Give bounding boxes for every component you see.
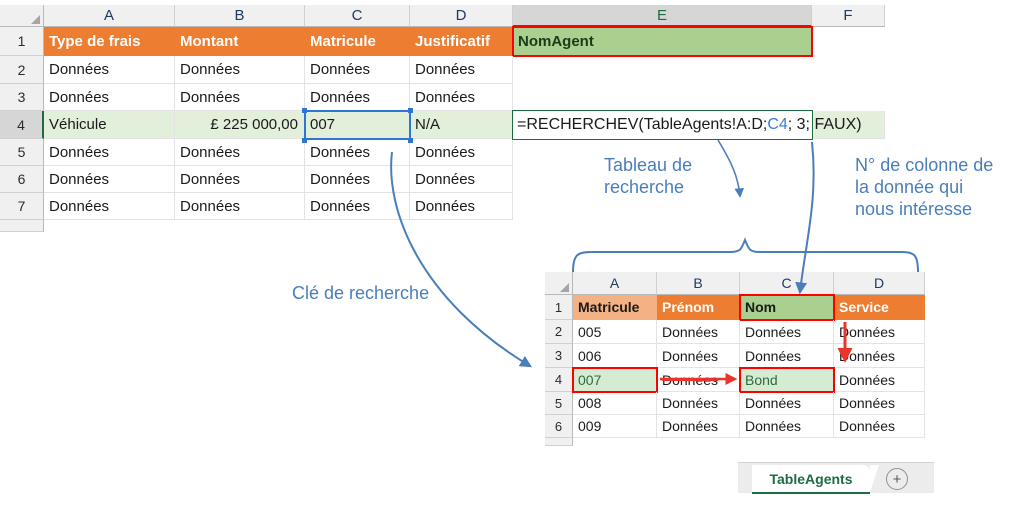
bottom-cell-c6[interactable]: Données — [740, 415, 834, 438]
row-header-2[interactable]: 2 — [0, 56, 44, 84]
selection-handle-tl[interactable] — [302, 108, 307, 113]
annotation-column-number: N° de colonne de la donnée qui nous inté… — [855, 155, 994, 219]
bottom-column-header-a[interactable]: A — [573, 272, 657, 295]
cell-b1[interactable]: Montant — [175, 27, 305, 56]
formula-cell-reference: C4 — [767, 116, 788, 133]
cell-d2[interactable]: Données — [410, 56, 513, 84]
cell-d1[interactable]: Justificatif — [410, 27, 513, 56]
row-header-8[interactable] — [0, 220, 44, 232]
cell-d5[interactable]: Données — [410, 139, 513, 166]
bottom-cell-d2[interactable]: Données — [834, 320, 925, 344]
cell-a4[interactable]: Véhicule — [44, 111, 175, 139]
cell-b3[interactable]: Données — [175, 84, 305, 111]
cell-a5[interactable]: Données — [44, 139, 175, 166]
cell-f4[interactable] — [812, 111, 885, 139]
cell-a3[interactable]: Données — [44, 84, 175, 111]
formula-edit-cell-e4[interactable]: =RECHERCHEV(TableAgents!A:D; C4; 3; FAUX… — [512, 110, 862, 140]
row-header-3[interactable]: 3 — [0, 84, 44, 111]
lookup-table-arrow — [717, 139, 745, 198]
bottom-cell-b3[interactable]: Données — [657, 344, 740, 368]
cell-c2[interactable]: Données — [305, 56, 410, 84]
cell-d3[interactable]: Données — [410, 84, 513, 111]
bottom-row-header-3[interactable]: 3 — [545, 344, 573, 368]
bottom-row-header-1[interactable]: 1 — [545, 295, 573, 320]
bottom-cell-b6[interactable]: Données — [657, 415, 740, 438]
bottom-column-header-d[interactable]: D — [834, 272, 925, 295]
column-number-arrow — [795, 141, 815, 295]
column-header-d[interactable]: D — [410, 5, 513, 27]
cell-d6[interactable]: Données — [410, 166, 513, 193]
row-header-5[interactable]: 5 — [0, 139, 44, 166]
annotation-lookup-key: Clé de recherche — [292, 283, 430, 303]
column-header-c[interactable]: C — [305, 5, 410, 27]
cell-e1[interactable]: NomAgent — [513, 27, 812, 56]
lookup-key-arrow — [390, 151, 533, 368]
bottom-cell-d3[interactable]: Données — [834, 344, 925, 368]
cell-c1[interactable]: Matricule — [305, 27, 410, 56]
formula-suffix: ; 3; FAUX) — [787, 116, 862, 133]
cell-d4[interactable]: N/A — [410, 111, 513, 139]
cell-d7[interactable]: Données — [410, 193, 513, 220]
cell-a2[interactable]: Données — [44, 56, 175, 84]
row-header-7[interactable]: 7 — [0, 193, 44, 220]
cell-b6[interactable]: Données — [175, 166, 305, 193]
cell-a7[interactable]: Données — [44, 193, 175, 220]
cell-b7[interactable]: Données — [175, 193, 305, 220]
bottom-cell-a1[interactable]: Matricule — [573, 295, 657, 320]
sheet-tab-bar: TableAgents + — [738, 462, 934, 494]
cell-c5[interactable]: Données — [305, 139, 410, 166]
bottom-cell-c5[interactable]: Données — [740, 392, 834, 415]
row-header-1[interactable]: 1 — [0, 27, 44, 56]
bottom-cell-a5[interactable]: 008 — [573, 392, 657, 415]
selection-handle-tr[interactable] — [408, 108, 413, 113]
bottom-column-header-b[interactable]: B — [657, 272, 740, 295]
column-header-a[interactable]: A — [44, 5, 175, 27]
bottom-row-header-2[interactable]: 2 — [545, 320, 573, 344]
cell-c6[interactable]: Données — [305, 166, 410, 193]
bottom-cell-d1[interactable]: Service — [834, 295, 925, 320]
column-header-b[interactable]: B — [175, 5, 305, 27]
bottom-row-header-5[interactable]: 5 — [545, 392, 573, 415]
bottom-row-header-7[interactable] — [545, 438, 573, 446]
formula-prefix: =RECHERCHEV(TableAgents!A:D; — [517, 116, 768, 133]
bottom-cell-b2[interactable]: Données — [657, 320, 740, 344]
bottom-select-all-corner[interactable] — [545, 272, 573, 295]
bottom-cell-d5[interactable]: Données — [834, 392, 925, 415]
bottom-cell-d6[interactable]: Données — [834, 415, 925, 438]
bottom-cell-a2[interactable]: 005 — [573, 320, 657, 344]
cell-a1[interactable]: Type de frais — [44, 27, 175, 56]
bottom-cell-c2[interactable]: Données — [740, 320, 834, 344]
row-header-4[interactable]: 4 — [0, 111, 44, 139]
bottom-cell-d4[interactable]: Données — [834, 368, 925, 392]
cell-b2[interactable]: Données — [175, 56, 305, 84]
selection-handle-bl[interactable] — [302, 138, 307, 143]
table-range-brace — [572, 237, 919, 273]
bottom-row-header-6[interactable]: 6 — [545, 415, 573, 438]
bottom-cell-a6[interactable]: 009 — [573, 415, 657, 438]
cell-b4[interactable]: £ 225 000,00 — [175, 111, 305, 139]
cell-a6[interactable]: Données — [44, 166, 175, 193]
bottom-cell-a4[interactable]: 007 — [573, 368, 657, 392]
select-all-corner[interactable] — [0, 5, 44, 27]
cell-b5[interactable]: Données — [175, 139, 305, 166]
column-header-f[interactable]: F — [812, 5, 885, 27]
sheet-tab-tableagents[interactable]: TableAgents — [752, 465, 879, 494]
cell-c7[interactable]: Données — [305, 193, 410, 220]
annotation-lookup-table: Tableau de recherche — [604, 155, 693, 197]
selection-handle-br[interactable] — [408, 138, 413, 143]
bottom-cell-b1[interactable]: Prénom — [657, 295, 740, 320]
add-sheet-icon[interactable]: + — [886, 468, 908, 490]
bottom-cell-b5[interactable]: Données — [657, 392, 740, 415]
row-header-6[interactable]: 6 — [0, 166, 44, 193]
